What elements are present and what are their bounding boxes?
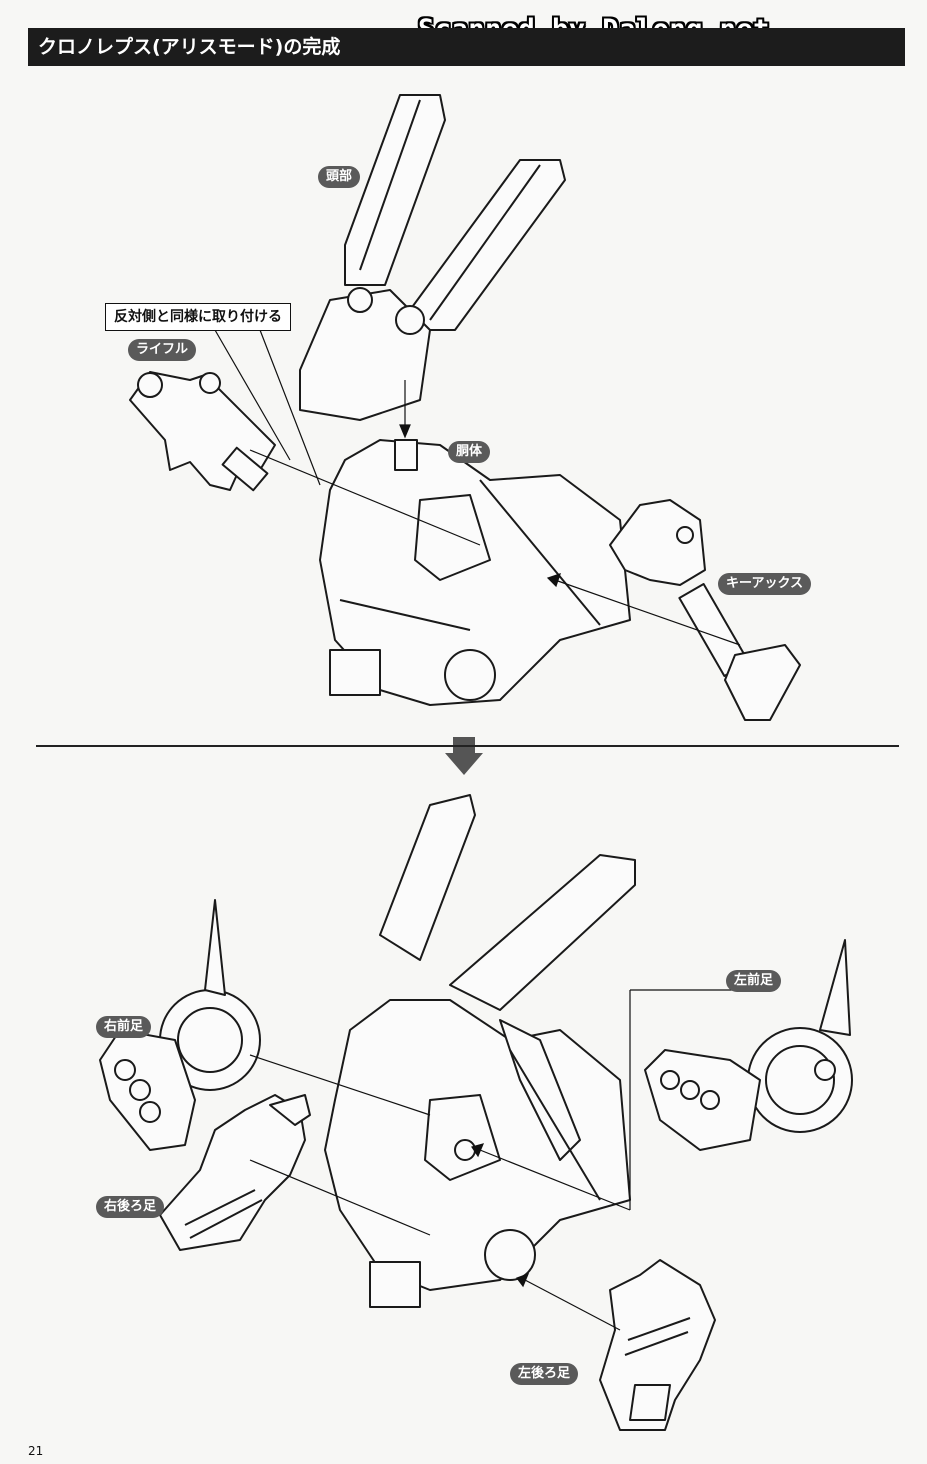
assembled-body — [324, 794, 636, 1308]
label-right-front-leg: 右前足 — [96, 1016, 152, 1038]
rifle-part — [129, 371, 276, 492]
label-left-rear-leg: 左後ろ足 — [510, 1363, 579, 1385]
torso-part — [319, 439, 631, 706]
right-front-leg-part — [99, 899, 261, 1151]
page-number: 21 — [28, 1444, 44, 1458]
label-right-rear-leg: 右後ろ足 — [96, 1196, 165, 1218]
head-part — [299, 94, 566, 421]
left-rear-leg-part — [599, 1259, 716, 1431]
step-divider — [36, 745, 899, 747]
right-rear-leg-part — [159, 1094, 311, 1251]
label-left-front-leg: 左前足 — [726, 970, 782, 992]
label-rifle: ライフル — [128, 339, 197, 361]
key-axe-part — [609, 499, 801, 721]
page-title: クロノレプス(アリスモード)の完成 — [28, 28, 905, 66]
label-key-axe: キーアックス — [718, 573, 812, 595]
label-torso: 胴体 — [448, 441, 491, 463]
left-front-leg-part — [644, 939, 853, 1151]
down-arrow-icon — [445, 737, 483, 775]
label-head: 頭部 — [318, 166, 361, 188]
step1-callout: 反対側と同様に取り付ける — [105, 303, 291, 331]
